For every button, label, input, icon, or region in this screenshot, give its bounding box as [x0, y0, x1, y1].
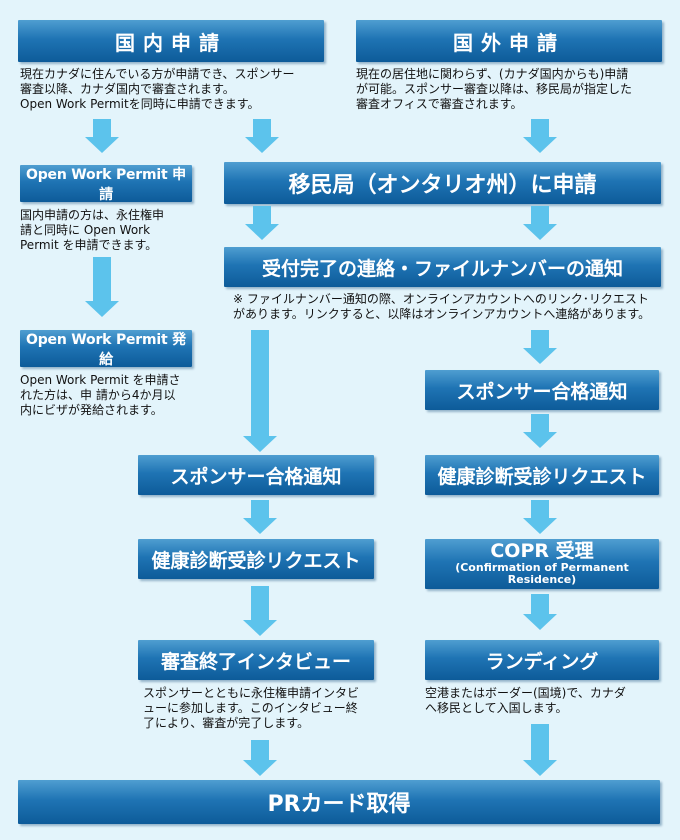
overseas-header: 国外申請 [356, 20, 662, 62]
final-interview-description: スポンサーとともに永住権申請インタビ ューに参加します。このインタビュー終 了に… [143, 686, 360, 730]
domestic-header: 国内申請 [18, 20, 324, 62]
arrow-down-icon [523, 414, 557, 448]
copr-title: COPR 受理 [490, 540, 594, 563]
receipt-note: ※ ファイルナンバー通知の際、オンラインアカウントへのリンク･リクエスト があり… [233, 292, 651, 321]
arrow-down-icon [243, 500, 277, 534]
copr-box: COPR 受理 (Confirmation of Permanent Resid… [425, 539, 659, 589]
right-sponsor-approval-box: スポンサー合格通知 [425, 370, 659, 410]
arrow-down-icon [243, 330, 277, 452]
arrow-down-icon [85, 119, 119, 153]
pr-card-box: PRカード取得 [18, 780, 660, 824]
arrow-down-icon [243, 586, 277, 636]
arrow-down-icon [523, 119, 557, 153]
arrow-down-icon [245, 119, 279, 153]
left-sponsor-approval-box: スポンサー合格通知 [138, 455, 374, 495]
arrow-down-icon [85, 257, 119, 317]
owp-apply-box: Open Work Permit 申請 [20, 165, 192, 203]
owp-apply-description: 国内申請の方は、永住権申 請と同時に Open Work Permit を申請で… [20, 208, 165, 252]
landing-description: 空港またはボーダー(国境)で、カナダ へ移民として入国します。 [425, 686, 626, 715]
copr-subtitle: (Confirmation of Permanent Residence) [455, 561, 629, 587]
immigration-office-box: 移民局（オンタリオ州）に申請 [224, 162, 661, 204]
arrow-down-icon [523, 500, 557, 534]
arrow-down-icon [523, 330, 557, 364]
arrow-down-icon [523, 594, 557, 630]
arrow-down-icon [523, 206, 557, 240]
owp-issue-description: Open Work Permit を申請さ れた方は、申 請から4か月以 内にビ… [20, 373, 181, 417]
receipt-notice-box: 受付完了の連絡・ファイルナンバーの通知 [224, 247, 661, 287]
domestic-description: 現在カナダに住んでいる方が申請でき、スポンサー 審査以降、カナダ国内で審査されま… [20, 67, 295, 111]
final-interview-box: 審査終了インタビュー [138, 640, 374, 680]
arrow-down-icon [245, 206, 279, 240]
overseas-description: 現在の居住地に関わらず、(カナダ国内からも)申請 が可能。スポンサー審査以降は、… [356, 67, 633, 111]
owp-issue-box: Open Work Permit 発給 [20, 330, 192, 368]
right-medical-request-box: 健康診断受診リクエスト [425, 455, 659, 495]
arrow-down-icon [523, 724, 557, 776]
landing-box: ランディング [425, 640, 659, 680]
left-medical-request-box: 健康診断受診リクエスト [138, 539, 374, 579]
arrow-down-icon [243, 740, 277, 776]
